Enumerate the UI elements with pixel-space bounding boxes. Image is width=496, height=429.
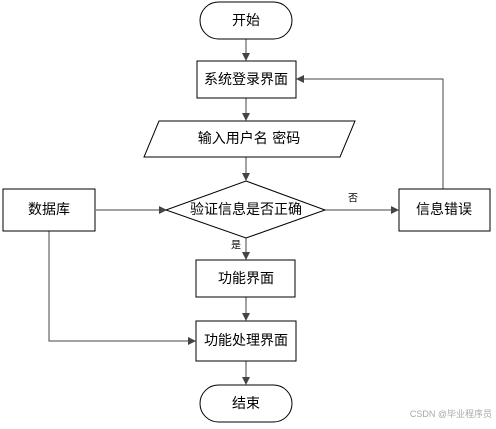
process-label: 功能处理界面 — [204, 333, 288, 349]
error-box — [398, 188, 491, 232]
verify-diamond — [164, 180, 327, 239]
login-label: 系统登录界面 — [204, 72, 288, 88]
end-terminal — [199, 384, 293, 423]
input-label: 输入用户名 密码 — [198, 130, 300, 147]
end-label: 结束 — [232, 396, 260, 412]
start-label: 开始 — [232, 13, 260, 29]
watermark: CSDN @毕业程序员 — [409, 409, 492, 419]
verify-label: 验证信息是否正确 — [190, 201, 302, 218]
edge-label-yes: 是 — [231, 240, 241, 252]
login-box — [196, 60, 297, 99]
database-label: 数据库 — [28, 202, 70, 218]
edge-database-to-process — [48, 231, 196, 345]
edges — [48, 39, 444, 385]
function-box — [195, 259, 296, 298]
database-box — [2, 188, 96, 232]
edge-labels: 否 是 — [231, 193, 358, 252]
function-label: 功能界面 — [218, 271, 274, 287]
edge-error-to-login — [296, 75, 444, 189]
start-terminal — [199, 1, 293, 40]
node-labels: 开始 系统登录界面 输入用户名 密码 数据库 验证信息是否正确 信息错误 功能界… — [28, 13, 472, 412]
process-box — [195, 320, 297, 362]
error-label: 信息错误 — [416, 201, 472, 218]
edge-label-no: 否 — [348, 193, 358, 205]
nodes — [2, 1, 491, 423]
input-parallelogram — [143, 120, 356, 158]
